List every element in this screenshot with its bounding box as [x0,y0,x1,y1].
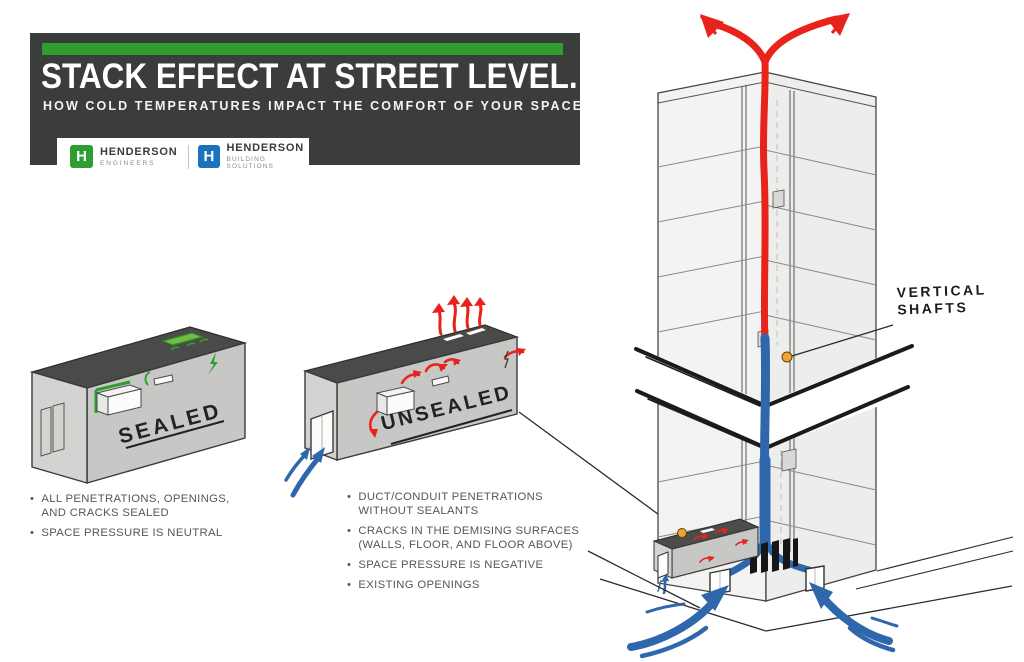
callout-marker-dot [677,528,687,538]
henderson-building-solutions-logo: H HENDERSON BUILDING SOLUTIONS [198,143,309,170]
henderson-engineers-logo: H HENDERSON ENGINEERS [70,145,178,168]
warm-air-arrowheads [432,295,486,313]
warm-air-curl-heads [369,348,526,438]
bullet-marker: • [30,527,35,539]
warm-air-shaft-flow [759,56,769,348]
bullet-marker: • [30,493,35,505]
mini-cold-air-flick [657,580,662,592]
unsealed-caption-underline [390,409,513,445]
unsealed-building-illustration: UNSEALED [284,295,682,532]
cold-air-entry-heads [300,447,325,463]
list-item: • ALL PENETRATIONS, OPENINGS, AND CRACKS… [30,492,230,520]
warm-air-exit-left [710,20,769,66]
bullet-text: (WALLS, FLOOR, AND FLOOR ABOVE) [358,539,573,551]
bullet-text: CRACKS IN THE DEMISING SURFACES [358,525,580,537]
list-item: • CRACKS IN THE DEMISING SURFACES (WALLS… [347,524,579,552]
logo-name: HENDERSON [100,145,178,158]
dark-lightning-icon [504,350,509,369]
callout-leader-line [518,411,682,532]
sealed-door [40,406,52,457]
sealed-door [52,402,65,453]
page-subtitle: HOW COLD TEMPERATURES IMPACT THE COMFORT… [43,99,584,113]
warm-air-leak-arrows [437,301,483,336]
tower-left-face [657,71,767,602]
unsealed-bullet-list: • DUCT/CONDUIT PENETRATIONS WITHOUT SEAL… [347,490,579,598]
roof-opening [466,328,486,335]
bullet-text: ALL PENETRATIONS, OPENINGS, [41,493,230,505]
bullet-text: WITHOUT SEALANTS [358,505,479,517]
green-lightning-icon [208,352,218,375]
cold-air-entry-arrows [284,452,323,498]
bullet-text: DUCT/CONDUIT PENETRATIONS [358,491,544,503]
sealed-building-illustration: SEALED [29,326,248,484]
floor-lines [657,145,877,546]
street-lines [587,536,1014,632]
green-seal-mark [170,346,180,351]
henderson-building-solutions-logo-icon: H [198,145,220,168]
list-item: • SPACE PRESSURE IS NEUTRAL [30,526,230,540]
bullet-marker: • [347,525,352,537]
henderson-engineers-logo-icon: H [70,145,93,168]
arrowhead-barbs [699,14,850,35]
green-seal-mark [199,338,209,343]
mini-door [657,551,669,579]
callout-leader-line [791,324,894,357]
list-item: • DUCT/CONDUIT PENETRATIONS WITHOUT SEAL… [347,490,579,518]
mini-roof-opening [700,528,715,533]
cold-air-branch-right [761,534,813,574]
bullet-text: AND CRACKS SEALED [41,507,170,519]
bullet-text: SPACE PRESSURE IS NEUTRAL [41,527,223,539]
duct-box-side [376,392,388,416]
logo-name: HENDERSON [226,142,305,154]
conduit-stub [431,375,450,387]
vertical-shafts-label-line2: SHAFTS [897,299,969,317]
street-cold-air-swooshes [627,591,899,659]
green-sealant-outline [94,380,131,413]
sealed-end-wall [31,371,88,484]
sealed-roof-vent-green [161,332,204,346]
duct-box-side [96,392,109,416]
bullet-text: EXISTING OPENINGS [358,579,480,591]
logo-band: H HENDERSON ENGINEERS H HENDERSON BUILDI… [57,138,309,175]
swoosh-arrowhead-left [701,585,729,611]
tower-illustration: VERTICAL SHAFTS [587,13,1014,659]
list-item: • SPACE PRESSURE IS NEGATIVE [347,558,579,572]
header-accent-bar [42,43,563,55]
green-seal-curl [144,371,151,386]
bullet-marker: • [347,579,352,591]
logo-divider [187,144,189,169]
section-break-mask [634,342,916,449]
swoosh-arrowhead-right [809,582,833,609]
bullet-marker: • [347,491,352,503]
callout-marker-dot [781,351,793,363]
page-title: STACK EFFECT AT STREET LEVEL. [41,57,578,96]
bullet-marker: • [347,559,352,571]
header-panel: STACK EFFECT AT STREET LEVEL. HOW COLD T… [30,33,584,175]
mini-cold-air-head [661,574,669,582]
base-small-building [652,518,760,579]
green-seal-mark [186,342,196,347]
list-item: • EXISTING OPENINGS [347,578,579,592]
mini-warm-air-heads [702,528,749,562]
warm-air-exit-right [761,15,840,66]
roof-opening [443,334,464,341]
vertical-shafts-label-line1: VERTICAL [896,281,987,300]
conduit-stub [153,374,174,386]
sealed-bullet-list: • ALL PENETRATIONS, OPENINGS, AND CRACKS… [30,492,230,546]
logo-subname: BUILDING SOLUTIONS [226,156,274,170]
logo-subname: ENGINEERS [100,159,156,167]
sealed-caption-underline [125,420,225,449]
bullet-text: SPACE PRESSURE IS NEGATIVE [358,559,544,571]
